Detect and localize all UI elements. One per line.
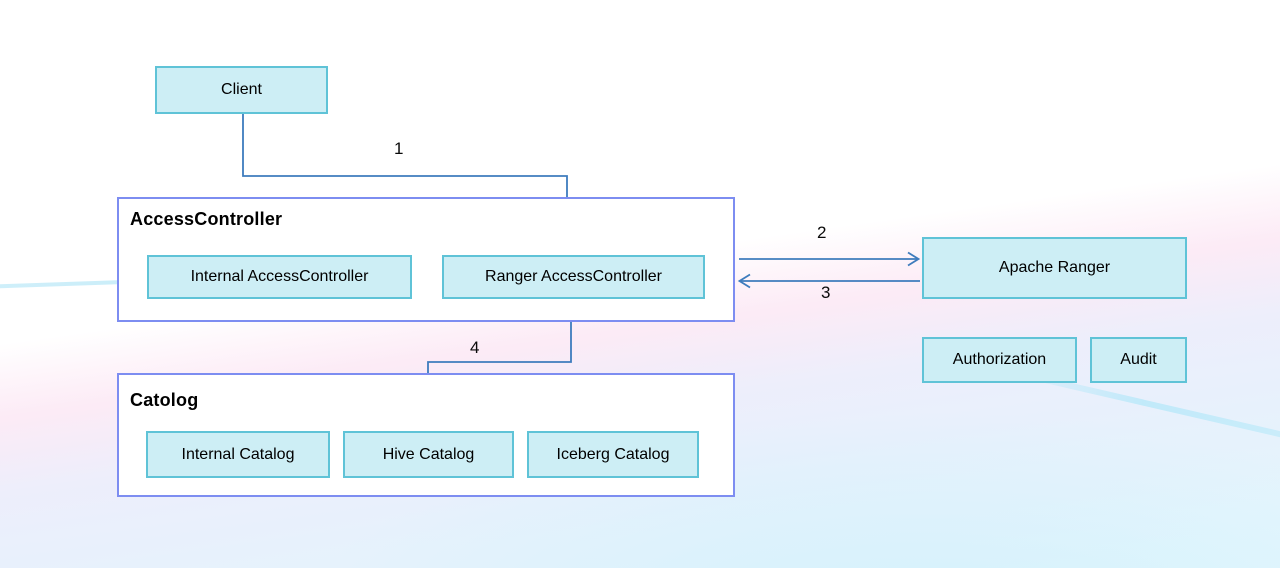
ranger-access-controller-node: Ranger AccessController [442, 255, 705, 299]
internal-catalog-node: Internal Catalog [146, 431, 330, 478]
internal-catalog-label: Internal Catalog [181, 445, 295, 463]
iceberg-catalog-label: Iceberg Catalog [556, 445, 670, 463]
hive-catalog-node: Hive Catalog [343, 431, 514, 478]
step-4-label: 4 [470, 338, 480, 357]
client-node: Client [155, 66, 328, 114]
internal-access-controller-node: Internal AccessController [147, 255, 412, 299]
authorization-label: Authorization [952, 351, 1047, 368]
access-controller-group-title: AccessController [130, 209, 283, 229]
catalog-group: Catolog Internal Catalog Hive Catalog Ic… [117, 373, 735, 497]
authorization-node: Authorization [922, 337, 1077, 383]
internal-access-controller-label: Internal AccessController [190, 268, 369, 285]
access-controller-group: AccessController Internal AccessControll… [117, 197, 735, 322]
step-2-label: 2 [817, 223, 827, 242]
apache-ranger-label: Apache Ranger [998, 259, 1111, 276]
hive-catalog-label: Hive Catalog [382, 445, 475, 463]
step-3-label: 3 [821, 283, 831, 302]
audit-label: Audit [1120, 351, 1157, 368]
client-label: Client [221, 81, 262, 98]
catalog-group-title: Catolog [130, 390, 199, 410]
iceberg-catalog-node: Iceberg Catalog [527, 431, 699, 478]
ranger-access-controller-label: Ranger AccessController [485, 268, 662, 285]
step-1-label: 1 [394, 139, 404, 158]
audit-node: Audit [1090, 337, 1187, 383]
apache-ranger-node: Apache Ranger [922, 237, 1187, 299]
